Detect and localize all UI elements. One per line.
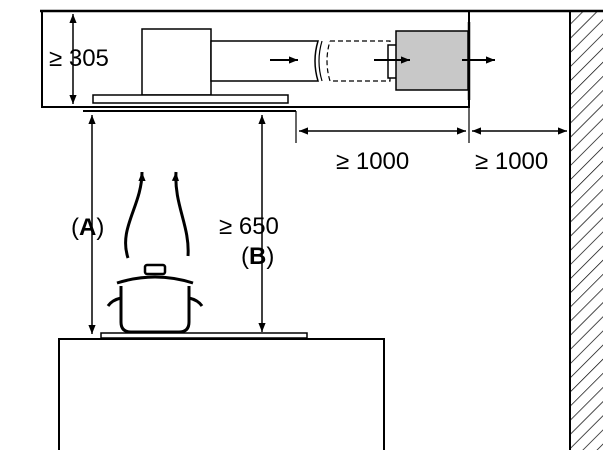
steam-arrow-right (171, 171, 190, 257)
cooking-pot (106, 263, 204, 334)
label-wall-clearance: ≥ 1000 (475, 148, 548, 175)
label-point-a: (A) (71, 214, 104, 241)
kitchen-cabinet (58, 338, 385, 450)
duct-dashed-body (326, 40, 391, 82)
wall-hatch (571, 11, 603, 450)
steam-arrow-left (124, 171, 146, 259)
hood-motor-box (141, 28, 212, 96)
label-ceiling-height: ≥ 305 (49, 45, 109, 72)
label-point-b: (B) (241, 243, 274, 270)
duct-dashed (318, 40, 323, 82)
label-side-clearance: ≥ 1000 (336, 148, 409, 175)
duct-solid (210, 40, 320, 82)
hood-panel (92, 94, 289, 104)
hob-plate (100, 332, 308, 339)
label-hob-clearance: ≥ 650 (219, 213, 279, 240)
